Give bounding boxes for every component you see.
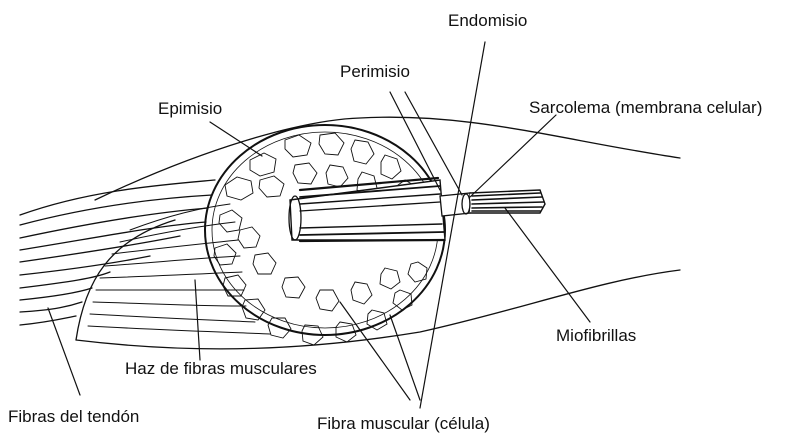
leader-epimisio (210, 122, 262, 156)
muscle-fiber-bundle (88, 204, 270, 334)
leader-miofibrillas (505, 208, 590, 322)
label-sarcolema: Sarcolema (membrana celular) (529, 99, 812, 116)
muscle-fiber-cell (440, 190, 545, 216)
leader-fibras-tendon (48, 308, 80, 395)
leader-sarcolema (470, 115, 556, 197)
label-perimisio: Perimisio (340, 63, 410, 80)
label-fibra-muscular: Fibra muscular (célula) (317, 415, 490, 432)
label-miofibrillas: Miofibrillas (556, 327, 636, 344)
label-epimisio: Epimisio (158, 100, 222, 117)
exposed-fascicle (289, 178, 445, 241)
label-haz-fibras: Haz de fibras musculares (125, 360, 317, 377)
label-endomisio: Endomisio (448, 12, 527, 29)
label-fibras-tendon: Fibras del tendón (8, 408, 139, 425)
leader-fibra-muscular-1 (340, 302, 410, 400)
leader-fibra-muscular-2 (390, 315, 420, 400)
